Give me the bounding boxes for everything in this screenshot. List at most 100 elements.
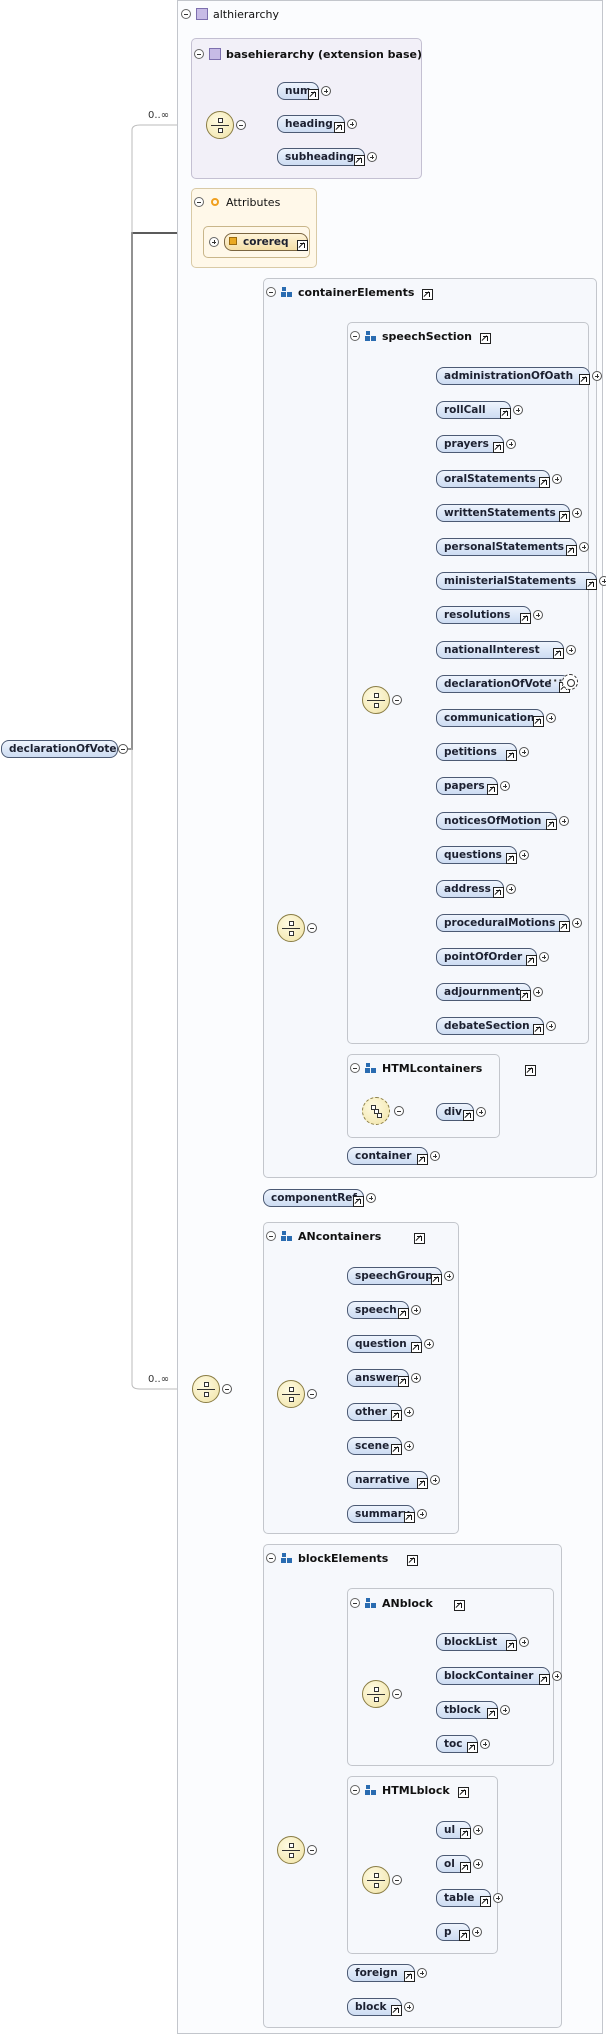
element-ministerialStatements[interactable]: ministerialStatements bbox=[436, 572, 597, 590]
collapse-icon[interactable] bbox=[350, 1785, 360, 1795]
collapse-icon[interactable] bbox=[392, 1875, 402, 1885]
sequence-compositor-ANcontainers[interactable] bbox=[277, 1380, 305, 1408]
expand-icon[interactable] bbox=[404, 2002, 414, 2012]
element-declarationOfVote[interactable]: declarationOfVote bbox=[436, 675, 570, 693]
group-reference[interactable] bbox=[411, 1230, 426, 1244]
expand-icon[interactable] bbox=[506, 884, 516, 894]
element-table[interactable]: table bbox=[436, 1889, 491, 1907]
collapse-icon[interactable] bbox=[266, 1553, 276, 1563]
expand-icon[interactable] bbox=[566, 645, 576, 655]
collapse-icon[interactable] bbox=[266, 287, 276, 297]
element-nationalInterest[interactable]: nationalInterest bbox=[436, 641, 564, 659]
element-scene[interactable]: scene bbox=[347, 1437, 402, 1455]
expand-icon[interactable] bbox=[519, 747, 529, 757]
element-noticesOfMotion[interactable]: noticesOfMotion bbox=[436, 812, 557, 830]
sequence-compositor-containerElements[interactable] bbox=[277, 914, 305, 942]
expand-icon[interactable] bbox=[430, 1475, 440, 1485]
attribute-group-corereq[interactable]: corereq bbox=[224, 233, 308, 251]
expand-icon[interactable] bbox=[506, 439, 516, 449]
expand-icon[interactable] bbox=[519, 1637, 529, 1647]
element-personalStatements[interactable]: personalStatements bbox=[436, 538, 577, 556]
element-componentRef[interactable]: componentRef bbox=[263, 1189, 364, 1207]
collapse-icon[interactable] bbox=[307, 1389, 317, 1399]
collapse-icon[interactable] bbox=[350, 1598, 360, 1608]
element-heading[interactable]: heading bbox=[277, 115, 345, 133]
element-block[interactable]: block bbox=[347, 1998, 402, 2016]
group-reference[interactable] bbox=[522, 1062, 537, 1076]
expand-icon[interactable] bbox=[424, 1339, 434, 1349]
collapse-icon[interactable] bbox=[392, 695, 402, 705]
expand-icon[interactable] bbox=[572, 508, 582, 518]
collapse-icon[interactable] bbox=[194, 49, 204, 59]
expand-icon[interactable] bbox=[592, 371, 602, 381]
group-reference[interactable] bbox=[451, 1597, 465, 1611]
expand-icon[interactable] bbox=[473, 1825, 483, 1835]
expand-icon[interactable] bbox=[411, 1305, 421, 1315]
expand-icon[interactable] bbox=[539, 952, 549, 962]
element-administrationOfOath[interactable]: administrationOfOath bbox=[436, 367, 590, 385]
expand-icon[interactable] bbox=[552, 474, 562, 484]
collapse-icon[interactable] bbox=[350, 1063, 360, 1073]
element-debateSection[interactable]: debateSection bbox=[436, 1017, 544, 1035]
group-reference[interactable] bbox=[404, 1552, 419, 1566]
element-num[interactable]: num bbox=[277, 82, 319, 100]
element-speechGroup[interactable]: speechGroup bbox=[347, 1267, 442, 1285]
element-writtenStatements[interactable]: writtenStatements bbox=[436, 504, 570, 522]
element-question[interactable]: question bbox=[347, 1335, 422, 1353]
expand-icon[interactable] bbox=[347, 119, 357, 129]
collapse-icon[interactable] bbox=[194, 197, 204, 207]
collapse-icon[interactable] bbox=[392, 1689, 402, 1699]
expand-icon[interactable] bbox=[404, 1407, 414, 1417]
expand-icon[interactable] bbox=[559, 816, 569, 826]
expand-icon[interactable] bbox=[533, 610, 543, 620]
sequence-compositor-basehierarchy[interactable] bbox=[206, 111, 234, 139]
element-address[interactable]: address bbox=[436, 880, 504, 898]
expand-icon[interactable] bbox=[533, 987, 543, 997]
expand-icon[interactable] bbox=[417, 1968, 427, 1978]
element-foreign[interactable]: foreign bbox=[347, 1964, 415, 1982]
expand-icon[interactable] bbox=[472, 1927, 482, 1937]
element-proceduralMotions[interactable]: proceduralMotions bbox=[436, 914, 570, 932]
group-reference[interactable] bbox=[477, 330, 492, 344]
expand-icon[interactable] bbox=[476, 1107, 486, 1117]
element-container[interactable]: container bbox=[347, 1147, 428, 1165]
expand-icon[interactable] bbox=[519, 850, 529, 860]
element-papers[interactable]: papers bbox=[436, 777, 498, 795]
expand-icon[interactable] bbox=[366, 1193, 376, 1203]
expand-icon[interactable] bbox=[572, 918, 582, 928]
collapse-icon[interactable] bbox=[222, 1384, 232, 1394]
expand-icon[interactable] bbox=[480, 1739, 490, 1749]
expand-icon[interactable] bbox=[599, 576, 606, 586]
choice-compositor-HTMLcontainers[interactable] bbox=[362, 1097, 390, 1125]
element-communication[interactable]: communication bbox=[436, 709, 544, 727]
expand-icon[interactable] bbox=[444, 1271, 454, 1281]
root-element-declarationOfVote[interactable]: declarationOfVote bbox=[1, 740, 118, 758]
expand-icon[interactable] bbox=[500, 781, 510, 791]
sequence-compositor-blockElements[interactable] bbox=[277, 1836, 305, 1864]
expand-icon[interactable] bbox=[493, 1893, 503, 1903]
collapse-root-icon[interactable] bbox=[118, 744, 128, 754]
expand-icon[interactable] bbox=[209, 237, 219, 247]
expand-icon[interactable] bbox=[473, 1859, 483, 1869]
element-summary[interactable]: summary bbox=[347, 1505, 415, 1523]
element-ol[interactable]: ol bbox=[436, 1855, 471, 1873]
element-p[interactable]: p bbox=[436, 1923, 470, 1941]
expand-icon[interactable] bbox=[513, 405, 523, 415]
expand-icon[interactable] bbox=[546, 1021, 556, 1031]
element-resolutions[interactable]: resolutions bbox=[436, 606, 531, 624]
collapse-icon[interactable] bbox=[394, 1106, 404, 1116]
element-adjournment[interactable]: adjournment bbox=[436, 983, 531, 1001]
expand-icon[interactable] bbox=[500, 1705, 510, 1715]
element-answer[interactable]: answer bbox=[347, 1369, 409, 1387]
expand-icon[interactable] bbox=[552, 1671, 562, 1681]
expand-icon[interactable] bbox=[430, 1151, 440, 1161]
element-tblock[interactable]: tblock bbox=[436, 1701, 498, 1719]
element-prayers[interactable]: prayers bbox=[436, 435, 504, 453]
element-questions[interactable]: questions bbox=[436, 846, 517, 864]
collapse-icon[interactable] bbox=[307, 1845, 317, 1855]
expand-icon[interactable] bbox=[546, 713, 556, 723]
expand-icon[interactable] bbox=[411, 1373, 421, 1383]
collapse-icon[interactable] bbox=[266, 1231, 276, 1241]
collapse-icon[interactable] bbox=[350, 331, 360, 341]
group-reference[interactable] bbox=[455, 1784, 469, 1798]
